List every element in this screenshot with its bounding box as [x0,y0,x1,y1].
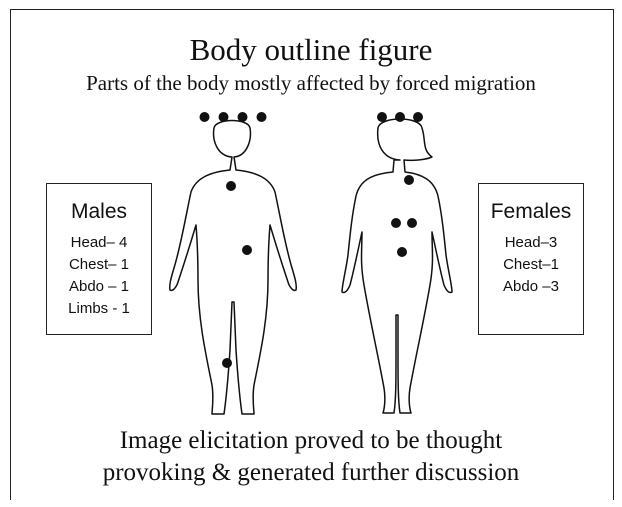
males-legend-heading: Males [47,200,151,224]
males-legend-item-head: Head– 4 [47,232,151,254]
female-chest-marker [404,175,414,185]
female-abdomen-marker [391,218,401,228]
male-chest-marker [226,181,236,191]
male-head-marker [257,112,267,122]
male-abdomen-marker [242,245,252,255]
females-legend-box: Females Head–3 Chest–1 Abdo –3 [478,183,584,335]
females-legend-list: Head–3 Chest–1 Abdo –3 [479,232,583,298]
female-abdomen-marker [407,218,417,228]
males-legend-box: Males Head– 4 Chest– 1 Abdo – 1 Limbs - … [46,183,152,335]
male-limbs-marker [222,358,232,368]
female-head-marker [377,112,387,122]
caption-line-2: provoking & generated further discussion [0,459,622,487]
males-legend-item-abdo: Abdo – 1 [47,276,151,298]
males-legend-list: Head– 4 Chest– 1 Abdo – 1 Limbs - 1 [47,232,151,320]
females-legend-item-abdo: Abdo –3 [479,276,583,298]
female-head-marker [413,112,423,122]
female-head-marker [395,112,405,122]
male-head-marker [200,112,210,122]
males-legend-item-chest: Chest– 1 [47,254,151,276]
females-legend-item-head: Head–3 [479,232,583,254]
female-abdomen-marker [397,247,407,257]
males-legend-item-limbs: Limbs - 1 [47,298,151,320]
caption-line-1: Image elicitation proved to be thought [0,427,622,455]
male-head-marker [238,112,248,122]
females-legend-item-chest: Chest–1 [479,254,583,276]
male-head-marker [219,112,229,122]
females-legend-heading: Females [479,200,583,224]
